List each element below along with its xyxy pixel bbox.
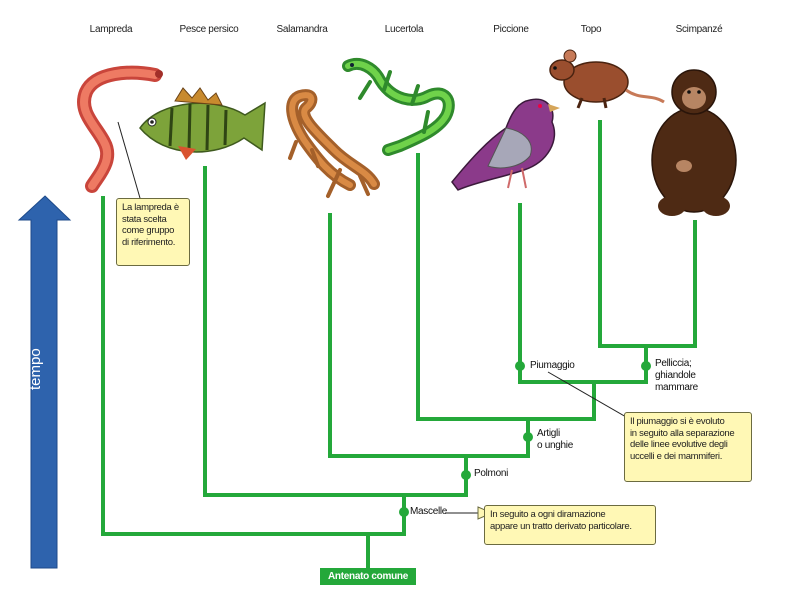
- trait-piumaggio: Piumaggio: [530, 360, 575, 371]
- node-piumaggio: [515, 361, 525, 371]
- node-artigli: [523, 432, 533, 442]
- node-mascelle: [399, 507, 409, 517]
- lizard-icon: [342, 57, 455, 156]
- note-lampreda: La lampreda è stata scelta come gruppo d…: [116, 198, 190, 266]
- note-piumaggio: Il piumaggio si è evoluto in seguito all…: [624, 412, 752, 482]
- trait-mascelle: Mascelle: [410, 506, 448, 517]
- mouse-icon: [549, 49, 665, 109]
- node-pelliccia: [641, 361, 651, 371]
- taxon-label-salamandra: Salamandra: [276, 24, 328, 35]
- taxon-label-pesce-persico: Pesce persico: [179, 24, 239, 35]
- node-polmoni: [461, 470, 471, 480]
- trait-polmoni: Polmoni: [474, 468, 509, 479]
- trait-artigli: Artigli o unghie: [537, 428, 573, 451]
- root-label: Antenato comune: [320, 568, 416, 585]
- chimpanzee-icon: [651, 69, 737, 216]
- taxon-label-topo: Topo: [580, 24, 602, 35]
- trait-pelliccia: Pelliccia; ghiandole mammare: [655, 358, 698, 393]
- perch-icon: [139, 87, 266, 160]
- taxon-label-lampreda: Lampreda: [89, 24, 133, 35]
- lamprey-icon: [77, 65, 163, 193]
- taxon-label-lucertola: Lucertola: [384, 24, 424, 35]
- taxon-label-piccione: Piccione: [493, 24, 529, 35]
- pigeon-icon: [451, 98, 560, 191]
- salamander-icon: [286, 89, 380, 198]
- taxon-label-scimpanze: Scimpanzé: [675, 24, 723, 35]
- arrow-icon: [17, 195, 72, 569]
- note-diramazione: In seguito a ogni diramazione appare un …: [484, 505, 656, 545]
